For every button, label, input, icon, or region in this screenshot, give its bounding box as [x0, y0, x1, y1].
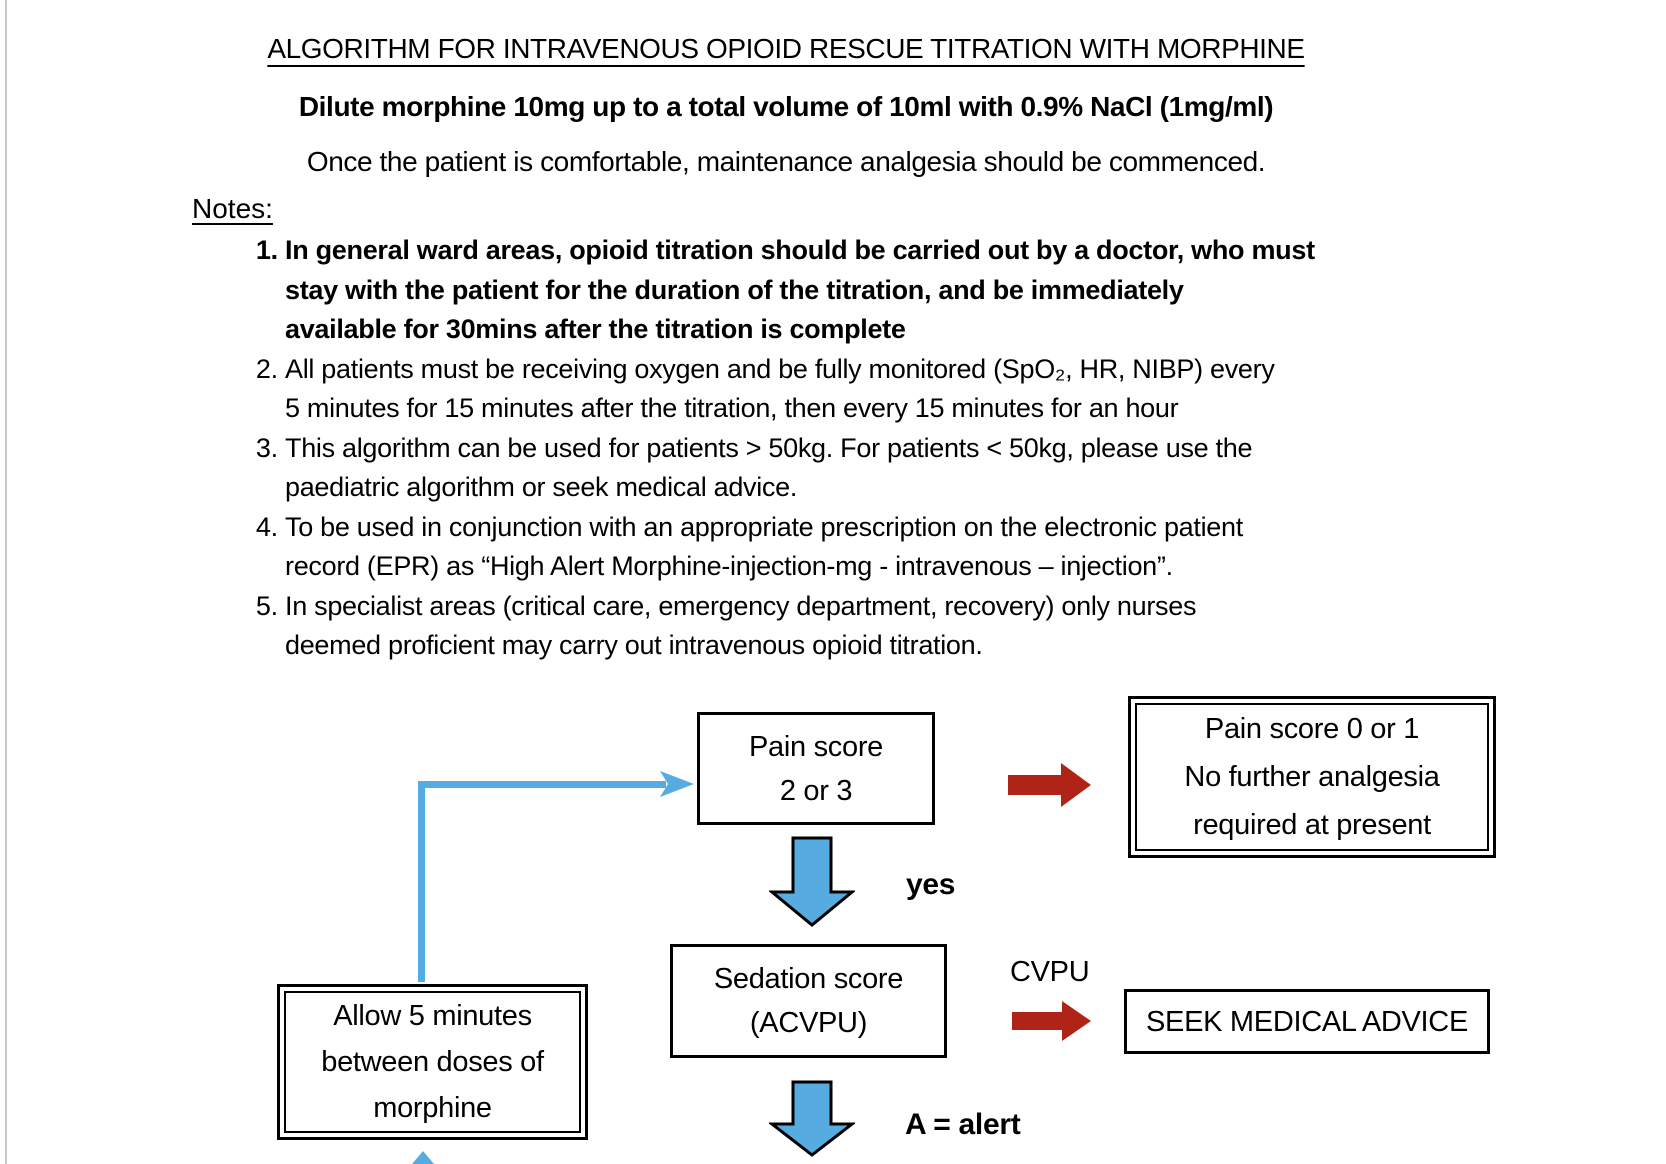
sedation-line1: Sedation score	[713, 963, 904, 995]
document-text-block: ALGORITHM FOR INTRAVENOUS OPIOID RESCUE …	[0, 0, 1572, 666]
loop-arrowhead-icon	[660, 771, 694, 797]
allow-wait-box: Allow 5 minutes between doses of morphin…	[277, 984, 588, 1140]
pain-score-line1: Pain score	[748, 730, 883, 763]
no-analgesia-line3: required at present	[1193, 809, 1431, 841]
document-title: ALGORITHM FOR INTRAVENOUS OPIOID RESCUE …	[267, 33, 1305, 64]
loop-connector-vertical	[418, 781, 425, 982]
pain-score-line2: 2 or 3	[779, 774, 853, 807]
page-edge-line	[5, 0, 7, 1164]
arrow-to-no-analgesia-icon	[1008, 763, 1091, 807]
up-arrow-tip-icon	[412, 1151, 434, 1164]
intro-text: Once the patient is comfortable, mainten…	[306, 146, 1266, 177]
down-arrow-alert-icon	[769, 1080, 855, 1157]
arrow-to-seek-advice-icon	[1012, 1001, 1091, 1041]
sedation-score-box: Sedation score (ACVPU)	[670, 944, 947, 1058]
note-item: In specialist areas (critical care, emer…	[285, 587, 1545, 666]
loop-connector-horizontal	[418, 781, 666, 788]
allow-line1: Allow 5 minutes	[333, 1000, 532, 1032]
seek-advice-box: SEEK MEDICAL ADVICE	[1124, 989, 1490, 1054]
dilution-instruction: Dilute morphine 10mg up to a total volum…	[298, 91, 1274, 122]
note-item: To be used in conjunction with an approp…	[285, 508, 1545, 587]
cvpu-label: CVPU	[1010, 956, 1090, 988]
alert-label: A = alert	[905, 1108, 1021, 1141]
no-analgesia-line1: Pain score 0 or 1	[1204, 713, 1420, 745]
allow-line3: morphine	[373, 1092, 492, 1124]
pain-score-box: Pain score 2 or 3	[697, 712, 935, 825]
no-analgesia-box: Pain score 0 or 1 No further analgesia r…	[1128, 696, 1496, 858]
no-analgesia-line2: No further analgesia	[1184, 761, 1440, 793]
down-arrow-yes-icon	[769, 836, 855, 927]
note-item: All patients must be receiving oxygen an…	[285, 350, 1545, 429]
allow-line2: between doses of	[321, 1046, 544, 1078]
notes-heading: Notes:	[192, 193, 273, 224]
yes-label: yes	[906, 868, 956, 901]
notes-list: In general ward areas, opioid titration …	[190, 231, 1545, 666]
sedation-line2: (ACVPU)	[749, 1007, 868, 1039]
note-item: This algorithm can be used for patients …	[285, 429, 1545, 508]
note-item: In general ward areas, opioid titration …	[285, 231, 1545, 350]
seek-advice-label: SEEK MEDICAL ADVICE	[1146, 1005, 1468, 1038]
